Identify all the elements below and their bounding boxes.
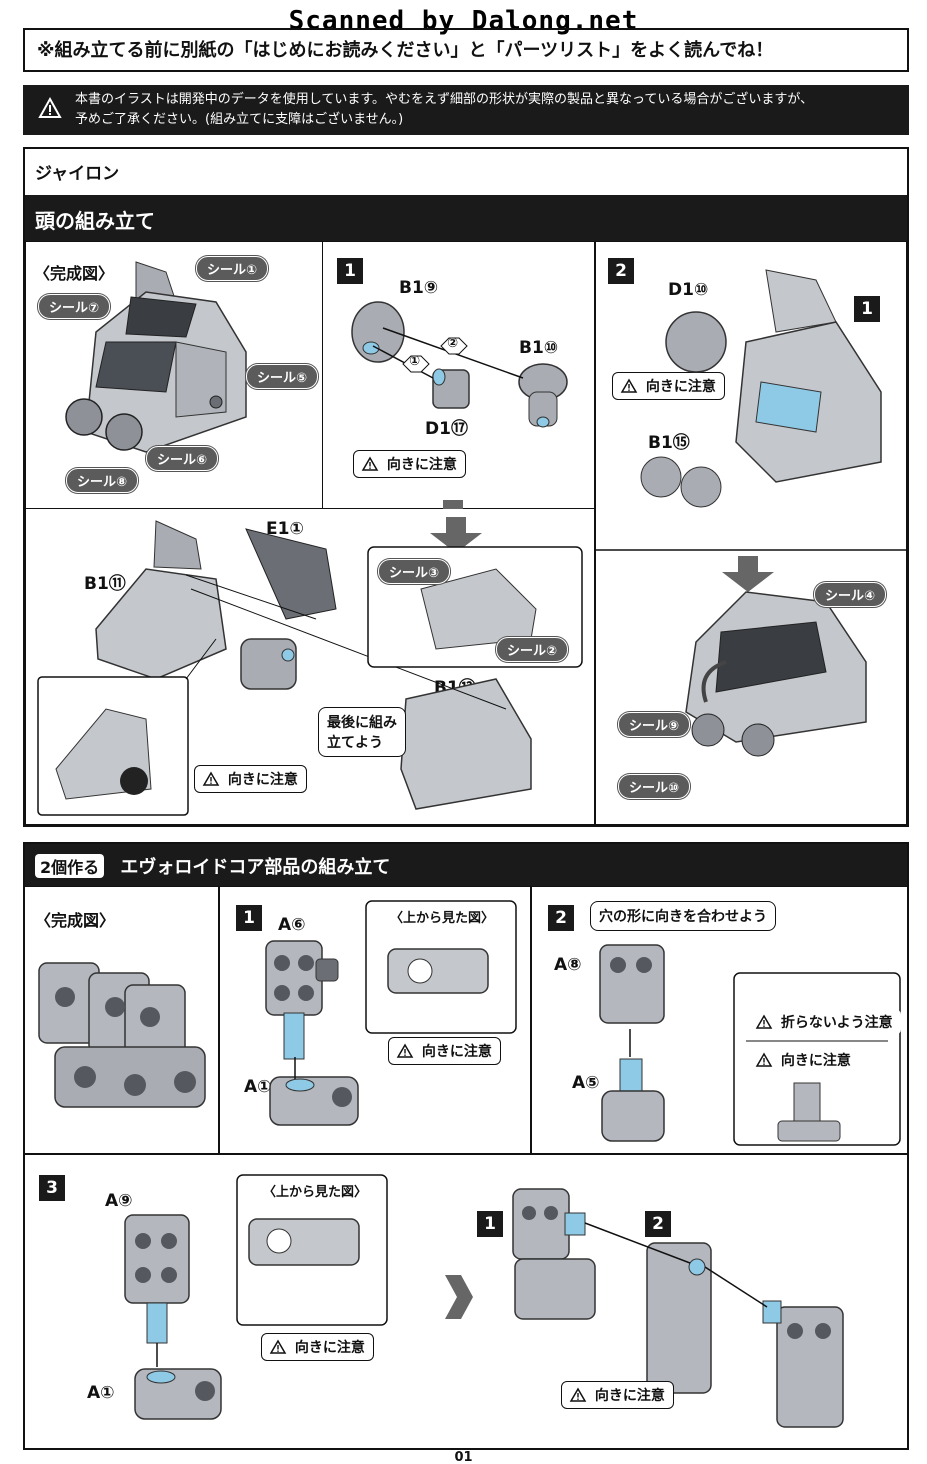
part-a9: A⑨ xyxy=(105,1191,133,1211)
part-e1-1: E1① xyxy=(266,519,304,539)
core-step3-illustration xyxy=(124,1174,844,1428)
core-assembly-header: 2個作る エヴォロイドコア部品の組み立て xyxy=(25,844,907,886)
note-line-1: 最後に組み xyxy=(327,715,397,731)
complete-view-caption: 〈完成図〉 xyxy=(34,264,115,283)
core-complete-panel: 〈完成図〉 xyxy=(25,886,219,1154)
warning-line-2: 予めご了承ください。(組み立てに支障はございません。) xyxy=(75,112,404,127)
warning-icon xyxy=(396,1043,414,1058)
warning-icon xyxy=(38,96,62,118)
core-complete-illustration xyxy=(38,962,206,1108)
caution-text: 向きに注意 xyxy=(386,457,457,473)
scanner-watermark: Scanned by Dalong.net xyxy=(288,6,639,36)
warning-icon xyxy=(755,1052,773,1067)
no-bend-caution: 折らないよう注意 xyxy=(748,1009,901,1035)
core-step-1-panel: 1 A⑥ A① 〈上から見た図〉 向きに注意 xyxy=(219,886,531,1154)
step-number: 2 xyxy=(608,258,634,284)
page-number: 01 xyxy=(454,1450,473,1464)
sticker-8-label: シール⑧ xyxy=(66,468,139,493)
head-step-1-panel: 1 B1⑨ B1⑩ D1⑰ ① ② 向きに注意 xyxy=(323,241,595,534)
orientation-caution: 向きに注意 xyxy=(612,372,725,400)
part-a8: A⑧ xyxy=(554,955,582,975)
part-b1-10: B1⑩ xyxy=(519,338,559,358)
head-assembly-header: 頭の組み立て xyxy=(25,195,907,241)
caution-text: 向きに注意 xyxy=(227,772,298,788)
sub-step-1: 1 xyxy=(477,1211,503,1237)
orientation-caution: 向きに注意 xyxy=(261,1333,374,1361)
warning-icon xyxy=(569,1387,587,1402)
step-number: 1 xyxy=(236,905,262,931)
part-a1: A① xyxy=(87,1383,115,1403)
warning-line-1: 本書のイラストは開発中のデータを使用しています。やむをえず細部の形状が実際の製品… xyxy=(75,92,814,107)
hole-alignment-hint: 穴の形に向きを合わせよう xyxy=(590,901,776,931)
robot-head-illustration xyxy=(65,261,247,453)
caution-text: 向きに注意 xyxy=(421,1044,492,1060)
core-step-3-panel: 3 A⑨ A① 〈上から見た図〉 xyxy=(25,1154,907,1448)
marker-2: ② xyxy=(447,336,459,351)
head-step-2-panel: 2 D1⑩ B1⑮ 1 向きに注意 シール④ シール⑨ シール⑩ xyxy=(595,241,908,825)
orientation-caution: 向きに注意 xyxy=(353,450,466,478)
head-assembly-title: 頭の組み立て xyxy=(35,209,155,233)
warning-icon xyxy=(202,771,220,786)
head-assembly-section: ジャイロン 頭の組み立て 〈完成図〉 シール① シール⑦ シール⑤ シール⑥ シ… xyxy=(23,147,909,827)
sticker-3-label: シール③ xyxy=(378,559,451,584)
caution-text: 向きに注意 xyxy=(294,1340,365,1356)
orientation-caution: 向きに注意 xyxy=(388,1037,501,1065)
lower-assembly-illustration xyxy=(37,517,583,816)
part-d1-10: D1⑩ xyxy=(668,280,709,300)
step-number: 2 xyxy=(548,905,574,931)
orientation-caution: 向きに注意 xyxy=(194,765,307,793)
make-two-badge: 2個作る xyxy=(35,854,105,878)
step-number: 1 xyxy=(337,258,363,284)
step2-assembly-illustration xyxy=(596,269,908,757)
warning-banner: 本書のイラストは開発中のデータを使用しています。やむをえず細部の形状が実際の製品… xyxy=(23,85,909,135)
part-b1-15: B1⑮ xyxy=(648,433,690,453)
sub-step-2: 2 xyxy=(645,1211,671,1237)
top-view-caption: 〈上から見た図〉 xyxy=(263,1185,368,1200)
caution-text: 向きに注意 xyxy=(780,1053,851,1069)
complete-view-panel: 〈完成図〉 シール① シール⑦ シール⑤ シール⑥ シール⑧ xyxy=(25,241,323,509)
sticker-10-label: シール⑩ xyxy=(618,774,691,799)
part-b1-9: B1⑨ xyxy=(399,278,439,298)
sticker-5-label: シール⑤ xyxy=(246,364,319,389)
part-d1-17: D1⑰ xyxy=(425,419,468,439)
sub-step-ref: 1 xyxy=(854,296,880,322)
orientation-caution-right: 向きに注意 xyxy=(561,1381,674,1409)
model-title: ジャイロン xyxy=(35,164,120,184)
warning-icon xyxy=(361,456,379,471)
top-view-caption: 〈上から見た図〉 xyxy=(390,911,495,926)
warning-icon xyxy=(755,1014,773,1029)
part-a5: A⑤ xyxy=(572,1073,600,1093)
part-a1: A① xyxy=(244,1077,272,1097)
complete-view-caption: 〈完成図〉 xyxy=(35,911,116,930)
note-line-2: 立てよう xyxy=(327,735,383,751)
warning-icon xyxy=(269,1339,287,1354)
step-number: 3 xyxy=(39,1175,65,1201)
head-lower-assembly-panel: E1① B1⑪ B1⑬ シール③ シール② 最後に組み 立てよう xyxy=(25,509,595,825)
core-step1-illustration xyxy=(265,900,517,1126)
sticker-4-label: シール④ xyxy=(814,582,887,607)
core-assembly-title: エヴォロイドコア部品の組み立て xyxy=(120,857,391,878)
evoroid-core-section: 2個作る エヴォロイドコア部品の組み立て 〈完成図〉 1 A⑥ A① xyxy=(23,842,909,1450)
sticker-6-label: シール⑥ xyxy=(146,446,219,471)
marker-1: ① xyxy=(409,354,421,369)
orientation-caution: 向きに注意 xyxy=(748,1047,859,1073)
part-a6: A⑥ xyxy=(278,915,306,935)
sticker-7-label: シール⑦ xyxy=(38,294,111,319)
core-step-2-panel: 2 穴の形に向きを合わせよう A⑧ A⑤ 折らないよう注意 向きに注意 xyxy=(531,886,907,1154)
warning-icon xyxy=(620,378,638,393)
pre-assembly-note: ※組み立てる前に別紙の「はじめにお読みください」と「パーツリスト」をよく読んでね… xyxy=(23,28,909,72)
sticker-2-label: シール② xyxy=(496,637,569,662)
sticker-1-label: シール① xyxy=(196,256,269,281)
caution-text: 向きに注意 xyxy=(594,1388,665,1404)
assemble-last-note: 最後に組み 立てよう xyxy=(318,707,406,757)
part-b1-11: B1⑪ xyxy=(84,574,126,594)
sticker-9-label: シール⑨ xyxy=(618,712,691,737)
caution-text: 向きに注意 xyxy=(645,379,716,395)
caution-text: 折らないよう注意 xyxy=(780,1015,893,1031)
